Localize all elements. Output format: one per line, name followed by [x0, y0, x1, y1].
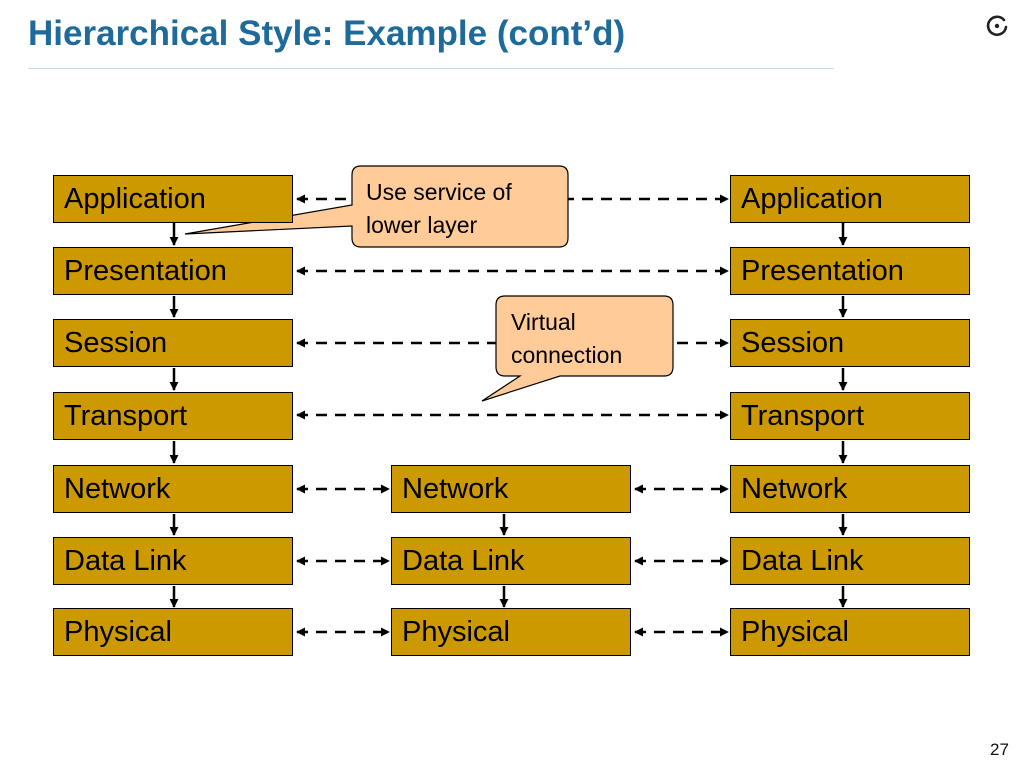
- layer-physical: Physical: [730, 608, 970, 656]
- callout-service-bubble: [184, 165, 569, 248]
- page-number: 27: [990, 740, 1009, 759]
- layer-transport: Transport: [730, 392, 970, 440]
- layer-session: Session: [730, 319, 970, 367]
- layer-network: Network: [730, 465, 970, 513]
- callout-virtual-text: Virtual connection: [511, 306, 622, 372]
- layer-transport: Transport: [53, 392, 293, 440]
- layer-data-link: Data Link: [391, 537, 631, 585]
- layer-presentation: Presentation: [730, 247, 970, 295]
- logo-icon: [986, 15, 1008, 37]
- callout-service-line2: lower layer: [366, 212, 478, 238]
- callout-virtual-line2: connection: [511, 342, 623, 368]
- callout-virtual-bubble: [481, 295, 674, 402]
- layer-physical: Physical: [53, 608, 293, 656]
- layer-data-link: Data Link: [53, 537, 293, 585]
- layer-data-link: Data Link: [730, 537, 970, 585]
- layer-network: Network: [391, 465, 631, 513]
- layer-application: Application: [730, 175, 970, 223]
- layer-application: Application: [53, 175, 293, 223]
- callout-service-text: Use service of lower layer: [366, 176, 512, 242]
- callout-virtual-line1: Virtual: [511, 309, 576, 335]
- layer-network: Network: [53, 465, 293, 513]
- title-divider: [28, 68, 834, 69]
- layer-session: Session: [53, 319, 293, 367]
- slide-title: Hierarchical Style: Example (cont’d): [28, 14, 626, 53]
- layer-physical: Physical: [391, 608, 631, 656]
- callout-service-line1: Use service of: [366, 179, 512, 205]
- layer-presentation: Presentation: [53, 247, 293, 295]
